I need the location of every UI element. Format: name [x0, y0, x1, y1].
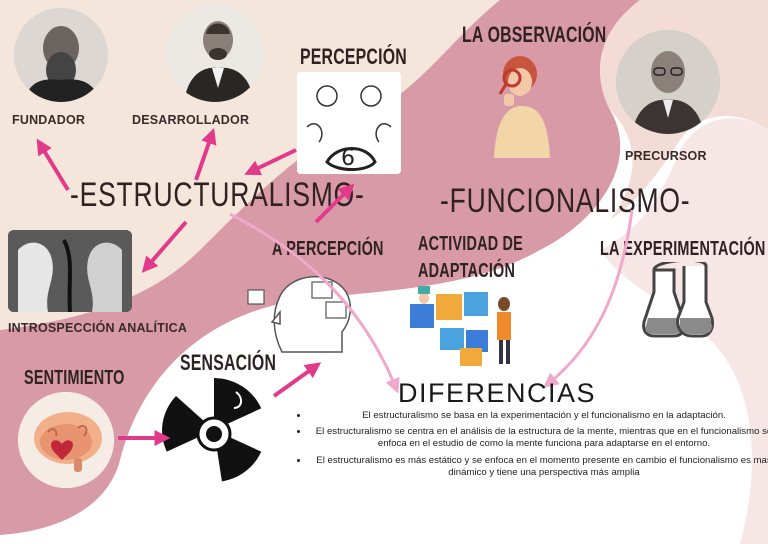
label-actividad-2: ADAPTACIÓN: [418, 260, 516, 282]
arrow-to-desarrollador: [194, 127, 217, 181]
portrait-fundador: [14, 8, 108, 102]
portrait-precursor: [616, 30, 720, 134]
head-profile-icon: [247, 276, 352, 353]
arrow-funcionalismo-to-diferencias: [543, 209, 634, 388]
differences-list: El estructuralismo se basa en la experim…: [295, 410, 768, 483]
senses-collage-icon: [162, 378, 266, 482]
sensation-image: [162, 378, 266, 482]
title-diferencias: DIFERENCIAS: [398, 378, 597, 408]
difference-item-1: El estructuralismo se basa en la experim…: [309, 410, 768, 422]
portrait-man-suit-icon: [166, 4, 264, 102]
brain-heart-icon: [18, 392, 114, 488]
portrait-desarrollador: [166, 4, 264, 102]
adaptation-image: [400, 284, 522, 368]
arrow-to-percepcion: [314, 183, 355, 224]
svg-text:6: 6: [341, 146, 355, 171]
label-introspeccion: INTROSPECCIÓN ANALÍTICA: [8, 321, 188, 335]
woman-magnifier-icon: [494, 56, 550, 158]
portrait-bearded-man-icon: [14, 8, 108, 102]
experimentation-image: [640, 262, 716, 340]
title-estructuralismo: -ESTRUCTURALISMO-: [70, 176, 365, 214]
a-perception-image: [242, 262, 360, 358]
label-precursor: PRECURSOR: [625, 149, 707, 163]
label-fundador: FUNDADOR: [12, 113, 86, 127]
arrow-to-percepcion-left: [244, 148, 297, 176]
observation-image: [482, 48, 562, 158]
arrow-to-introspeccion: [141, 220, 188, 273]
arrow-sensacion-to-a-percepcion: [272, 362, 322, 398]
arrow-to-fundador: [36, 138, 70, 192]
puzzle-team-icon: [410, 286, 511, 366]
perception-sketch-icon: 6: [297, 72, 401, 174]
perception-image: 6: [297, 72, 401, 174]
portrait-man-glasses-icon: [616, 30, 720, 134]
difference-item-3: El estructuralismo es más estático y se …: [309, 455, 768, 479]
label-percepcion: PERCEPCIÓN: [300, 44, 407, 69]
label-sensacion: SENSACIÓN: [180, 350, 277, 375]
faces-illusion-icon: [8, 230, 132, 312]
label-experimentacion: LA EXPERIMENTACIÓN: [600, 238, 766, 260]
arrow-estructuralismo-to-diferencias: [229, 212, 400, 394]
label-observacion: LA OBSERVACIÓN: [462, 22, 607, 47]
sentiment-image: [18, 392, 114, 488]
title-funcionalismo: -FUNCIONALISMO-: [440, 182, 691, 220]
label-a-percepcion: A PERCEPCIÓN: [272, 238, 384, 260]
label-sentimiento: SENTIMIENTO: [24, 367, 125, 389]
lab-flasks-icon: [642, 262, 714, 338]
difference-item-2: El estructuralismo se centra en el análi…: [309, 426, 768, 450]
label-actividad-1: ACTIVIDAD DE: [418, 233, 523, 255]
label-desarrollador: DESARROLLADOR: [132, 113, 250, 127]
introspection-image: [8, 230, 132, 312]
